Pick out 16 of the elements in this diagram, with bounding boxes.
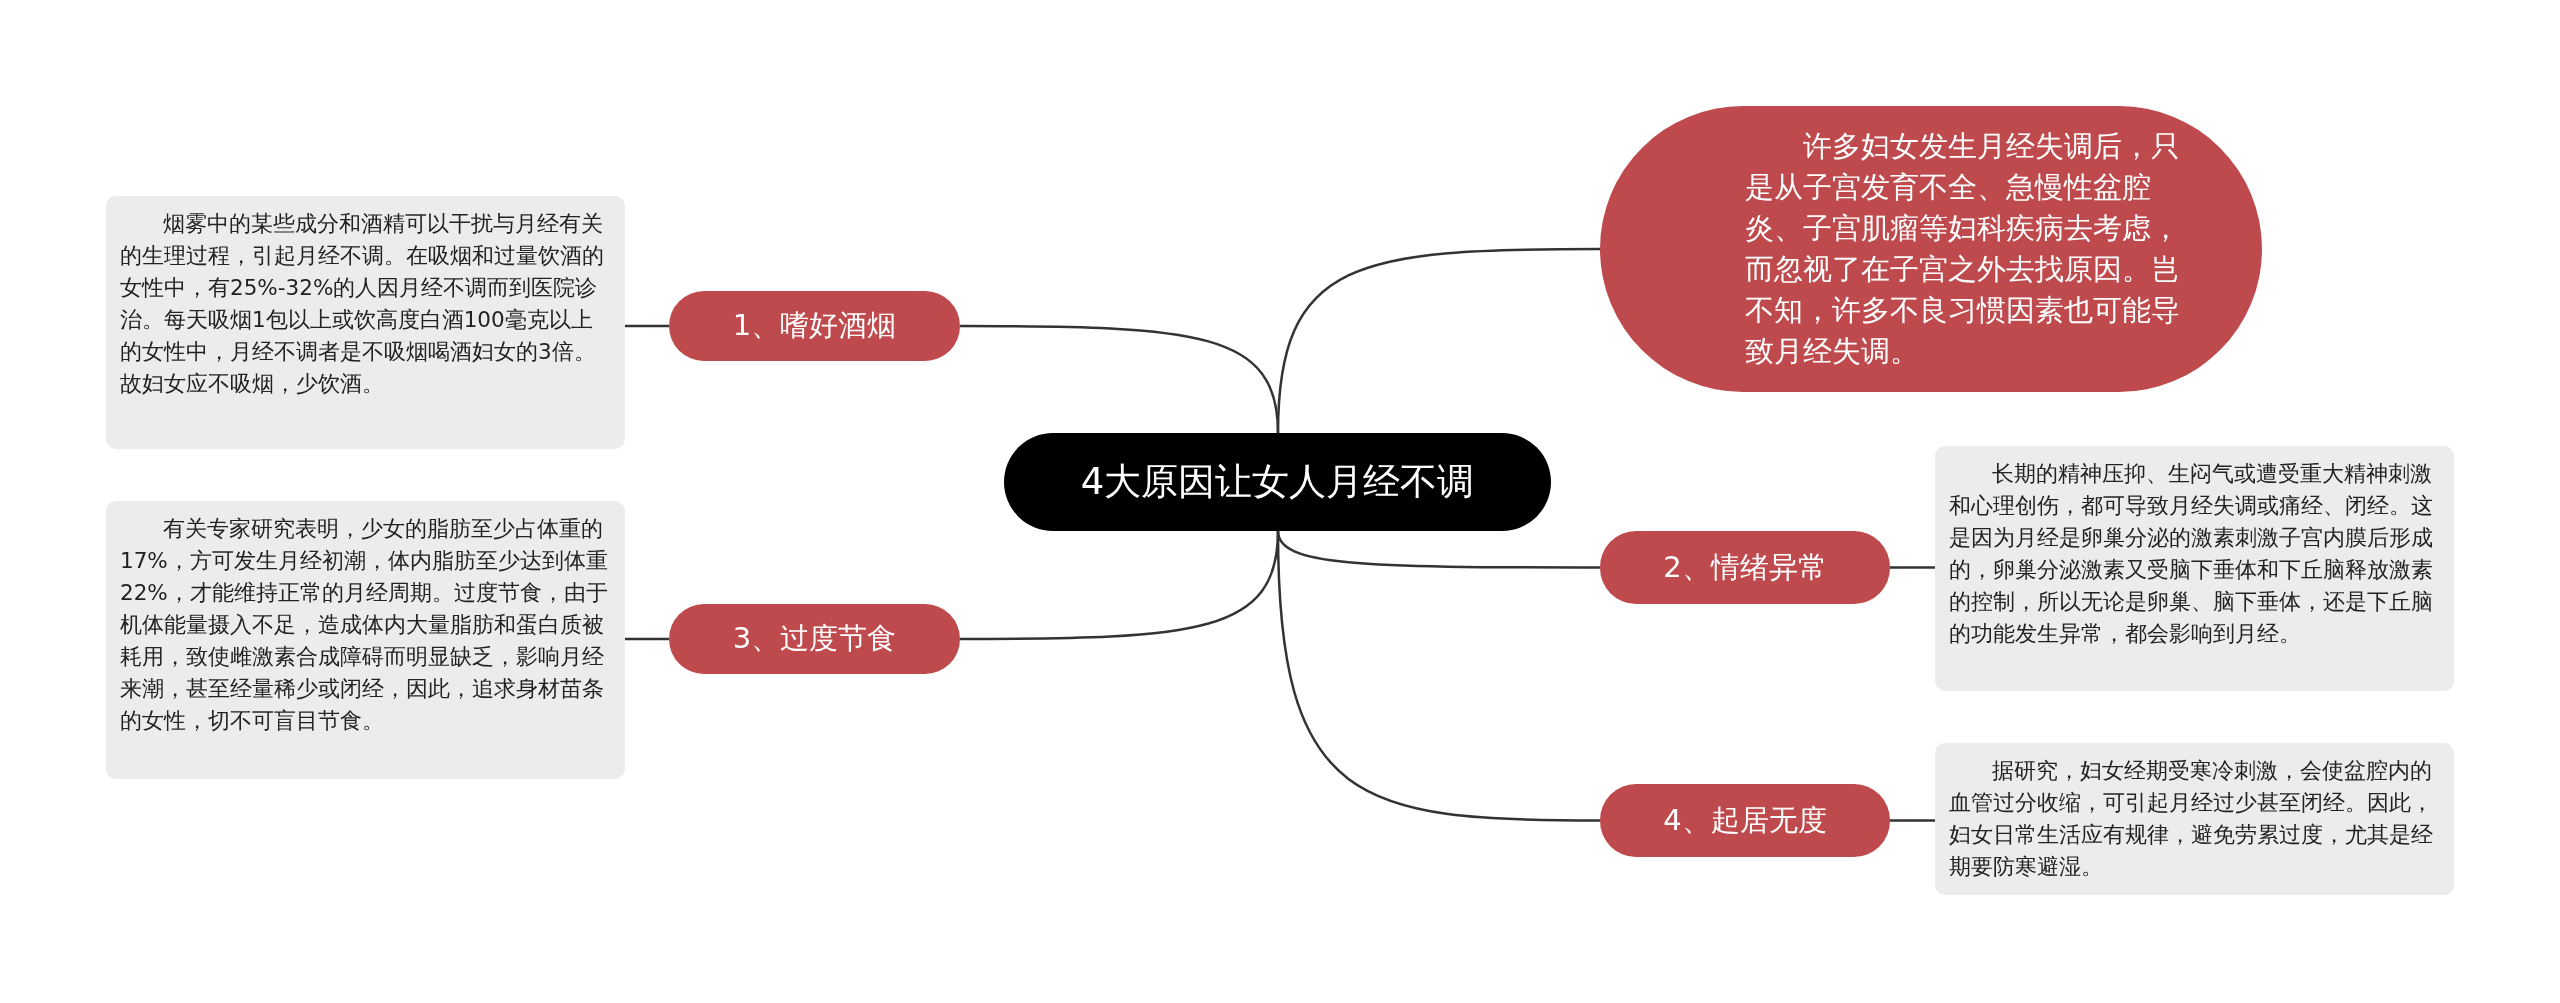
branch-pill: 1、嗜好酒烟 (669, 291, 960, 361)
connector-line (1276, 530, 1600, 822)
summary-bubble: 许多妇女发生月经失调后，只是从子宫发育不全、急慢性盆腔炎、子宫肌瘤等妇科疾病去考虑，而忽视了在子宫之外去找原因。岂不知，许多不良习惯因素也可能导致月经失调。 (1600, 106, 2262, 392)
connector-line (960, 324, 1280, 434)
branch-pill: 3、过度节食 (669, 604, 960, 674)
detail-card: 据研究，妇女经期受寒冷刺激，会使盆腔内的血管过分收缩，可引起月经过少甚至闭经。因此，妇女日常生活应有规律，避免劳累过度，尤其是经期要防寒避湿。 (1935, 743, 2454, 895)
connector-line (1890, 819, 1935, 822)
branch-pill: 4、起居无度 (1600, 784, 1890, 857)
detail-card: 有关专家研究表明，少女的脂肪至少占体重的17%，方可发生月经初潮，体内脂肪至少达到体重 22%，才能维持正常的月经周期。过度节食，由于机体能量摄入不足，造成体内大量脂肪和蛋白质被耗用，致使雌激素合成障碍而明显缺乏，影响月经来潮，甚至经量稀少或闭经，因此，追求身材苗条的女性，切不可盲目节食。 (106, 501, 625, 779)
connector-line (625, 324, 669, 328)
branch-pill: 2、情绪异常 (1600, 531, 1890, 604)
central-topic: 4大原因让女人月经不调 (1004, 433, 1551, 531)
connector-line (625, 637, 669, 641)
detail-card: 长期的精神压抑、生闷气或遭受重大精神刺激和心理创伤，都可导致月经失调或痛经、闭经。这是因为月经是卵巢分泌的激素刺激子宫内膜后形成的，卵巢分泌激素又受脑下垂体和下丘脑释放激素的控制，所以无论是卵巢、脑下垂体，还是下丘脑的功能发生异常，都会影响到月经。 (1935, 446, 2454, 691)
detail-card: 烟雾中的某些成分和酒精可以干扰与月经有关的生理过程，引起月经不调。在吸烟和过量饮酒的女性中，有25%-32%的人因月经不调而到医院诊治。每天吸烟1包以上或饮高度白酒100毫克以上的女性中，月经不调者是不吸烟喝酒妇女的3倍。故妇女应不吸烟，少饮酒。 (106, 196, 625, 449)
connector-line (1890, 566, 1935, 569)
